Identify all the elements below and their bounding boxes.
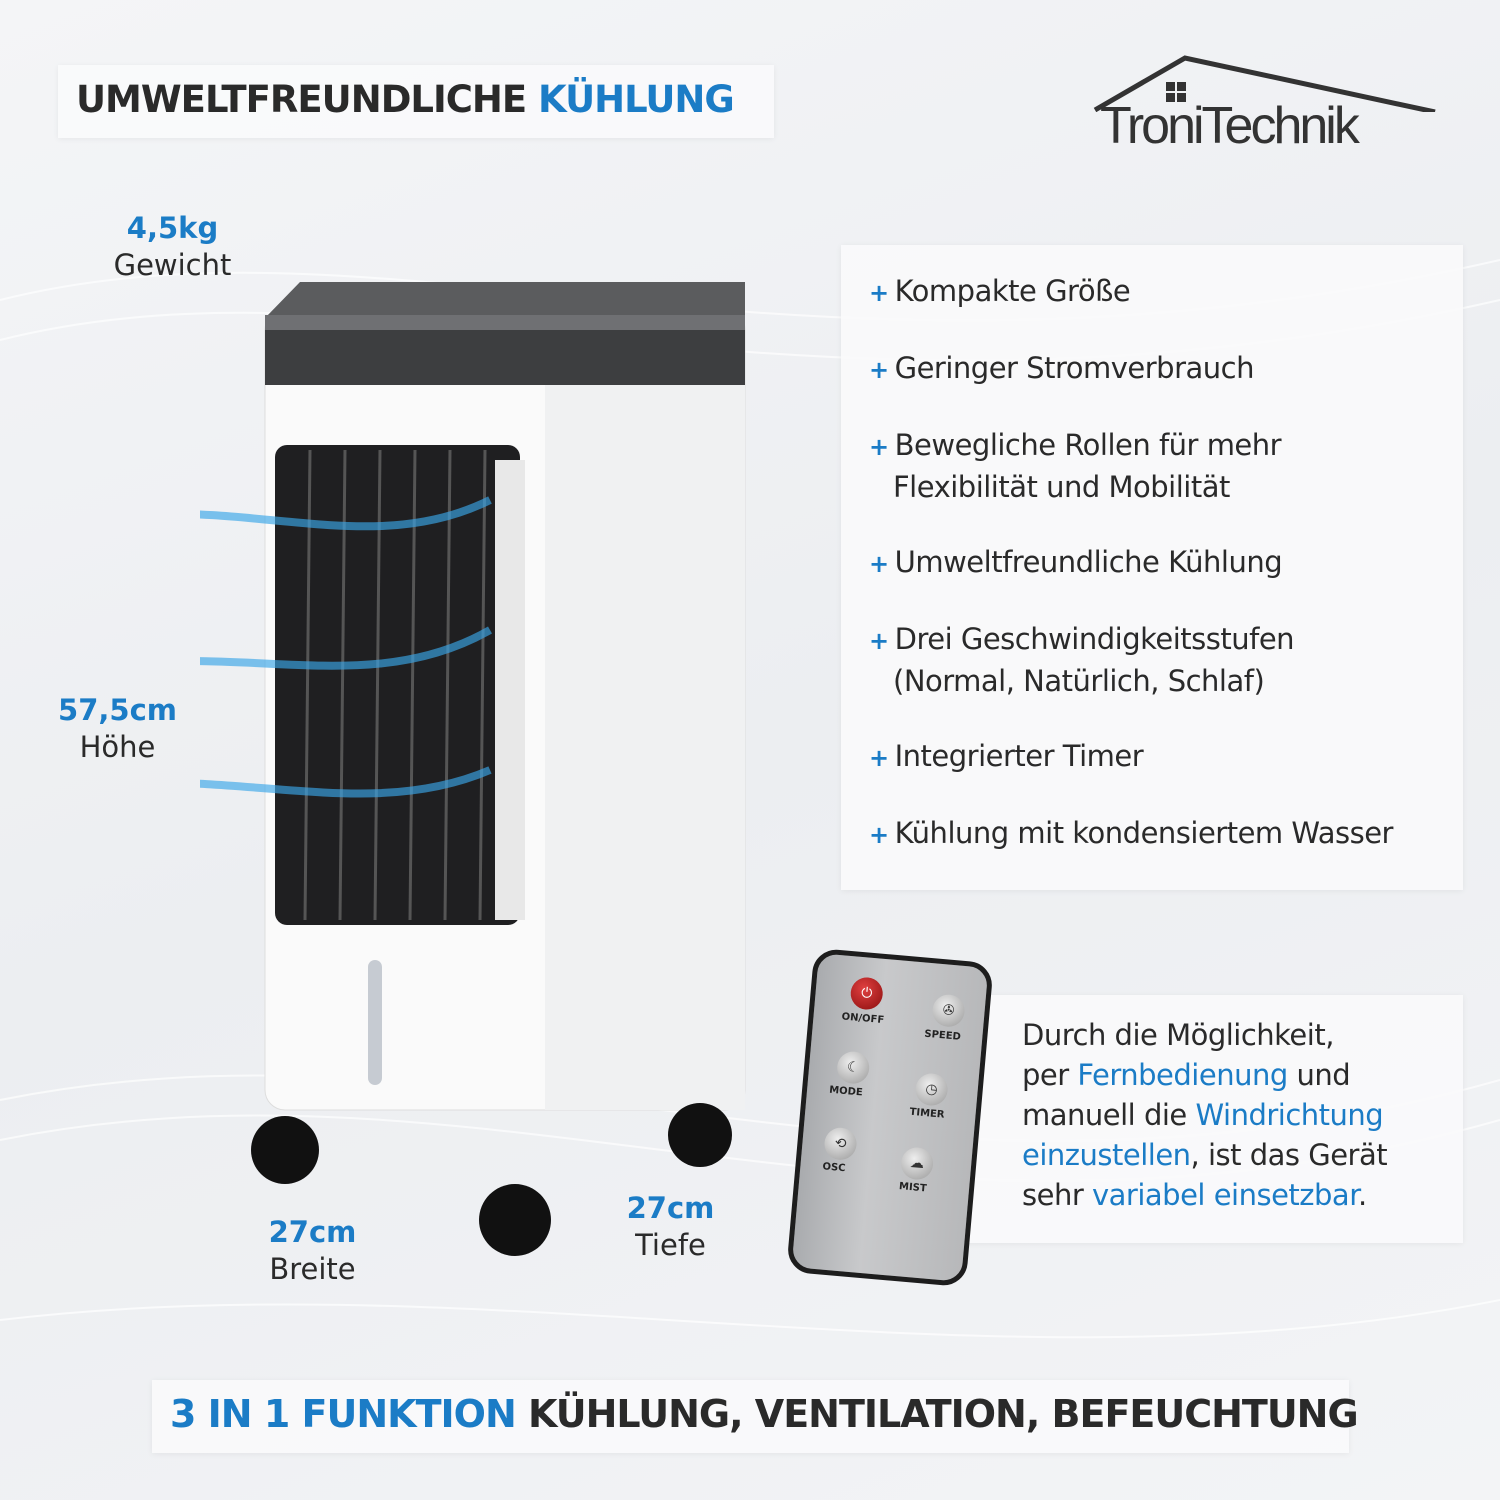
depth-label: Tiefe — [635, 1228, 706, 1262]
plus-icon: + — [869, 627, 889, 655]
air-cooler-image — [200, 282, 746, 1256]
desc-text: und — [1287, 1058, 1351, 1092]
height-label: Höhe — [79, 730, 156, 764]
headline: UMWELTFREUNDLICHE KÜHLUNG — [58, 65, 774, 138]
feature-text-line2: Flexibilität und Mobilität — [893, 470, 1230, 504]
remote-label-mode: MODE — [828, 1084, 864, 1099]
desc-line: sehr variabel einsetzbar. — [1022, 1175, 1463, 1215]
feature-text: Geringer Stromverbrauch — [894, 351, 1255, 385]
brand-logo: TroniTechnik — [1090, 52, 1440, 162]
remote-label-timer: TIMER — [909, 1106, 945, 1121]
feature-text: Kühlung mit kondensiertem Wasser — [894, 816, 1394, 850]
oscillate-icon: ⟲ — [823, 1126, 858, 1162]
remote-label-osc: OSC — [821, 1161, 846, 1175]
width-value: 27cm — [268, 1215, 357, 1249]
desc-line: einzustellen, ist das Gerät — [1022, 1135, 1463, 1175]
plus-icon: + — [869, 433, 889, 461]
feature-text: Integrierter Timer — [894, 739, 1144, 773]
banner-text: KÜHLUNG, VENTILATION, BEFEUCHTUNG — [515, 1392, 1359, 1436]
desc-text: per — [1022, 1058, 1078, 1092]
feature-item: +Kompakte Größe — [869, 271, 1463, 313]
desc-highlight: Fernbedienung — [1077, 1058, 1288, 1092]
depth-value: 27cm — [626, 1191, 715, 1225]
house-roof-icon — [1093, 55, 1436, 115]
feature-item: +Integrierter Timer — [869, 736, 1463, 778]
remote-control-image: ⏻ ON/OFF ✇ SPEED ☾ MODE ◷ TIMER ⟲ OSC ☁ … — [786, 947, 994, 1288]
plus-icon: + — [869, 356, 889, 384]
plus-icon: + — [869, 744, 889, 772]
fan-icon: ✇ — [931, 993, 966, 1029]
feature-text-line2: (Normal, Natürlich, Schlaf) — [893, 664, 1265, 698]
remote-label-mist: MIST — [898, 1181, 928, 1195]
desc-line: manuell die Windrichtung — [1022, 1095, 1463, 1135]
desc-highlight: einzustellen — [1022, 1138, 1191, 1172]
remote-description: Durch die Möglichkeit, per Fernbedienung… — [950, 995, 1463, 1243]
plus-icon: + — [869, 550, 889, 578]
clock-icon: ◷ — [914, 1072, 949, 1107]
weight-label: Gewicht — [113, 248, 232, 282]
feature-text: Drei Geschwindigkeitsstufen — [894, 622, 1295, 656]
desc-text: , ist das Gerät — [1190, 1138, 1388, 1172]
remote-label-speed: SPEED — [923, 1028, 962, 1043]
moon-icon: ☾ — [835, 1050, 871, 1085]
weight-value: 4,5kg — [126, 211, 219, 245]
feature-list: +Kompakte Größe +Geringer Stromverbrauch… — [841, 245, 1463, 890]
height-value: 57,5cm — [58, 693, 177, 727]
remote-label-onoff: ON/OFF — [841, 1011, 885, 1027]
desc-text: manuell die — [1022, 1098, 1196, 1132]
headline-part1: UMWELTFREUNDLICHE — [76, 78, 527, 121]
plus-icon: + — [869, 279, 889, 307]
feature-text: Kompakte Größe — [894, 274, 1131, 308]
feature-item: +Umweltfreundliche Kühlung — [869, 542, 1463, 584]
desc-text: . — [1357, 1178, 1367, 1212]
feature-text: Umweltfreundliche Kühlung — [894, 545, 1283, 579]
headline-part2: KÜHLUNG — [538, 78, 735, 121]
logo-text: TroniTechnik — [1100, 97, 1360, 155]
desc-line: per Fernbedienung und — [1022, 1055, 1463, 1095]
desc-text: sehr — [1022, 1178, 1092, 1212]
feature-text: Bewegliche Rollen für mehr — [894, 428, 1282, 462]
banner-highlight: 3 IN 1 FUNKTION — [170, 1392, 517, 1436]
desc-highlight: Windrichtung — [1195, 1098, 1384, 1132]
feature-item: +Geringer Stromverbrauch — [869, 348, 1463, 390]
cloud-icon: ☁ — [899, 1146, 935, 1181]
bottom-banner: 3 IN 1 FUNKTION KÜHLUNG, VENTILATION, BE… — [152, 1380, 1359, 1453]
feature-item: +Kühlung mit kondensiertem Wasser — [869, 813, 1463, 855]
feature-item: +Drei Geschwindigkeitsstufen (Normal, Nat… — [869, 619, 1463, 701]
desc-line: Durch die Möglichkeit, — [1022, 1018, 1334, 1052]
power-icon: ⏻ — [849, 976, 885, 1011]
plus-icon: + — [869, 821, 889, 849]
desc-highlight: variabel einsetzbar — [1091, 1178, 1358, 1212]
width-label: Breite — [269, 1252, 356, 1286]
